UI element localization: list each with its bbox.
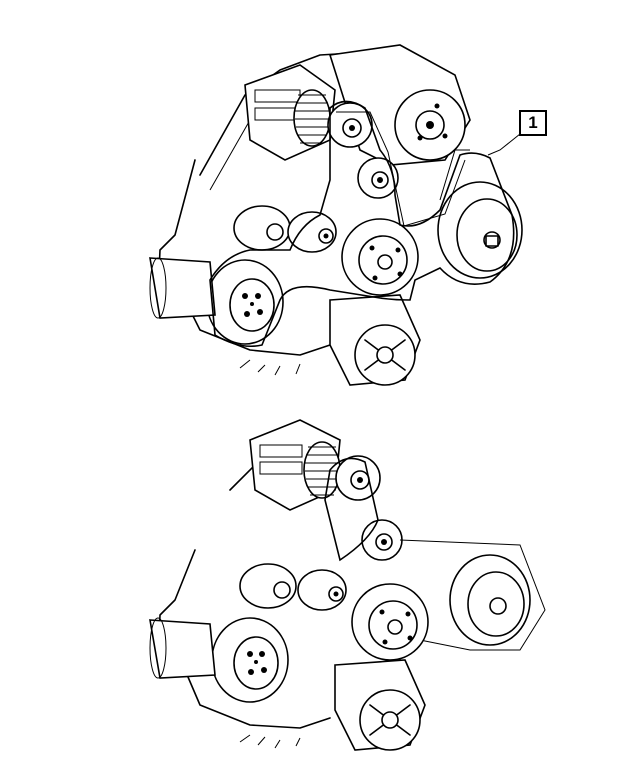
bottom-idler-left-a [239, 563, 297, 609]
bottom-engine-view [149, 419, 546, 751]
top-left-cylinder [149, 257, 216, 319]
top-idler-left-b [287, 211, 337, 253]
bottom-left-cylinder [149, 617, 216, 679]
bottom-power-steering-pulley [399, 539, 546, 651]
top-water-pump-pulley [341, 218, 419, 296]
top-idler-left-a [233, 205, 291, 251]
bottom-fan-pulley [334, 659, 426, 751]
top-alternator [244, 64, 336, 161]
top-engine-view [149, 44, 523, 386]
bottom-tensioner-pulley [361, 519, 403, 561]
bottom-crankshaft-pulley [211, 617, 289, 703]
top-serpentine-belt [209, 100, 515, 348]
bottom-alternator [249, 419, 341, 511]
bottom-idler-pulley-upper [335, 455, 381, 501]
bottom-idler-left-b [297, 569, 347, 611]
top-idler-pulley-upper [327, 102, 373, 148]
top-crankshaft-pulley [206, 259, 284, 345]
top-fan-pulley [329, 294, 421, 386]
callout-number: 1 [528, 113, 538, 132]
callout-label-box: 1 [519, 110, 547, 136]
bottom-water-pump-pulley [351, 583, 429, 661]
callout-leader-line [487, 133, 521, 156]
bottom-partial-belt [324, 457, 379, 562]
top-power-steering-pulley [437, 149, 523, 279]
top-tensioner-pulley [357, 157, 399, 199]
